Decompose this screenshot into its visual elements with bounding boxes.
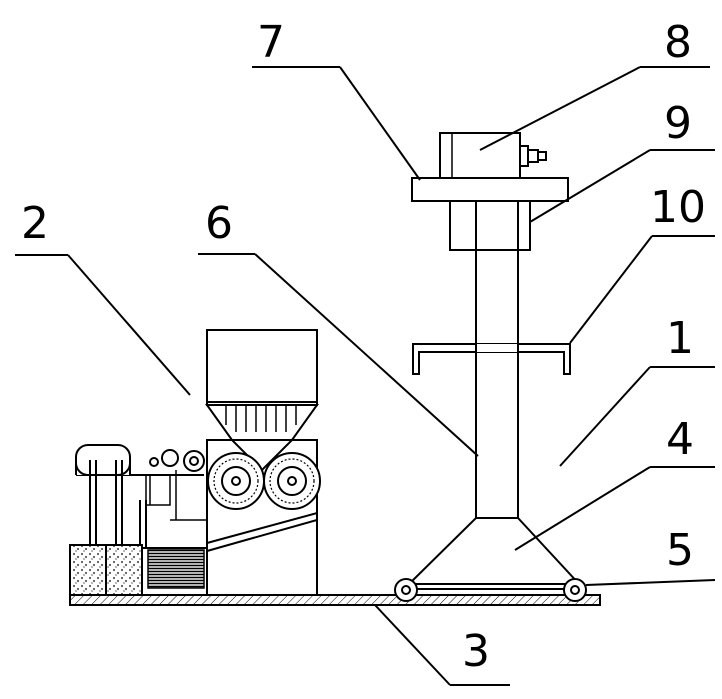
motor [440, 133, 546, 178]
label-6: 6 [205, 198, 233, 249]
label-5: 5 [666, 525, 694, 576]
coil-tank [142, 548, 207, 595]
label-1: 1 [666, 313, 694, 364]
label-10: 10 [650, 182, 706, 233]
hopper [207, 330, 317, 402]
funnel [207, 405, 317, 440]
label-2: 2 [21, 198, 49, 249]
filter-tank [70, 545, 142, 595]
rotating-column-assembly [395, 133, 586, 601]
left-roller [208, 453, 264, 509]
pulley-cluster [150, 450, 204, 471]
mounting-plate [412, 178, 568, 201]
rail-bar [404, 584, 580, 589]
label-8: 8 [664, 17, 692, 68]
right-roller [264, 453, 320, 509]
base-plate [70, 595, 600, 605]
label-3: 3 [462, 626, 490, 677]
left-wheel [395, 579, 417, 601]
label-4: 4 [666, 414, 694, 465]
conical-base [408, 518, 580, 585]
label-7: 7 [257, 17, 285, 68]
label-9: 9 [664, 98, 692, 149]
right-wheel [564, 579, 586, 601]
crusher-machine [70, 330, 320, 595]
